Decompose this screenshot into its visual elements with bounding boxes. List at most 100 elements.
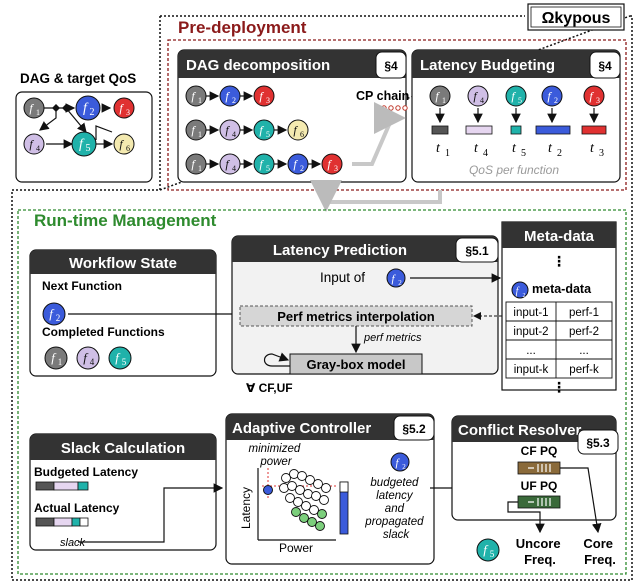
- svg-text:4: 4: [480, 96, 484, 105]
- svg-text:1: 1: [198, 130, 202, 139]
- latency-prediction-title: Latency Prediction: [273, 242, 407, 259]
- qos-per-function-caption: QoS per function: [469, 163, 559, 177]
- scatter-point: [301, 501, 311, 511]
- budget-note: budgeted latency and propagated slack: [364, 477, 426, 541]
- svg-text:§4: §4: [384, 59, 398, 73]
- budget-label-t1: t: [436, 141, 441, 156]
- pre-deployment-region: [167, 39, 627, 191]
- svg-text:f: f: [391, 273, 396, 285]
- cf-pq-queue: [517, 461, 561, 475]
- budget-bars: [431, 125, 607, 135]
- metadata-cell-1-1: perf-2: [569, 326, 599, 338]
- scatter-point: [281, 473, 291, 483]
- svg-text:f: f: [483, 542, 489, 557]
- svg-text:f: f: [83, 101, 89, 116]
- minimized-power-line2: power: [259, 456, 292, 468]
- plot-y-label: Latency: [239, 487, 253, 529]
- fn-meta-data-label: meta-data: [532, 282, 592, 296]
- metadata-cell-3-1: perf-k: [569, 364, 599, 376]
- model-loop-arrow: [263, 352, 290, 367]
- dag-title: DAG & target QoS: [20, 71, 136, 86]
- stage-transition-arrow: [310, 180, 442, 212]
- scatter-point: [285, 493, 295, 503]
- scatter-point: [303, 489, 313, 499]
- latency-prediction-header: [232, 236, 498, 262]
- completed-functions-label: Completed Functions: [42, 325, 165, 339]
- runtime-region: [17, 209, 627, 575]
- scatter-point: [311, 491, 321, 501]
- controller-plot: Latency Power: [239, 468, 349, 555]
- gray-box-model: [289, 353, 423, 375]
- forall-label: ∀ CF,UF: [246, 381, 293, 395]
- svg-text:1: 1: [58, 357, 63, 367]
- runtime-title: Run-time Management: [34, 211, 217, 230]
- adaptive-controller-header: [226, 414, 434, 440]
- budgeted-latency-label: Budgeted Latency: [34, 465, 138, 479]
- scatter-point: [319, 495, 329, 505]
- svg-text:f: f: [49, 306, 55, 321]
- scatter-point: [313, 479, 323, 489]
- uncore-freq-line2: Freq.: [524, 552, 556, 567]
- cf-to-core-edge: [560, 467, 602, 534]
- conflict-resolver-title: Conflict Resolver: [458, 422, 582, 439]
- perf-metrics-label: perf metrics: [363, 332, 422, 344]
- svg-text:5: 5: [490, 549, 495, 559]
- budget-label-t2-sub: 2: [557, 148, 562, 159]
- svg-text:3: 3: [596, 96, 600, 105]
- slack-label: slack: [60, 537, 86, 549]
- latency-prediction-section-badge: §5.1: [455, 237, 499, 263]
- workflow-state-title: Workflow State: [69, 255, 177, 272]
- minimized-power-line1: minimized: [249, 443, 301, 455]
- uf-pq-queue: [517, 495, 561, 509]
- metadata-header: [502, 222, 616, 248]
- svg-text:4: 4: [232, 130, 236, 139]
- dag-decomposition-title: DAG decomposition: [186, 57, 330, 74]
- scatter-point: [287, 481, 297, 491]
- uf-to-uncore-edge: [507, 501, 545, 534]
- metadata-cell-2-0: ...: [526, 345, 536, 357]
- svg-text:f: f: [259, 123, 264, 137]
- budget-note-line4: propagated: [364, 516, 424, 528]
- scatter-point: [309, 505, 319, 515]
- svg-text:f: f: [511, 89, 516, 103]
- svg-text:f: f: [293, 157, 298, 171]
- gray-box-model-label: Gray-box model: [307, 357, 406, 372]
- budget-label-t4: t: [474, 141, 479, 156]
- svg-text:f: f: [259, 89, 264, 103]
- system-title-box: Ωkypous: [527, 3, 625, 31]
- budget-note-line2: latency: [376, 490, 414, 502]
- svg-text:f: f: [395, 457, 400, 469]
- plot-x-label: Power: [279, 541, 313, 555]
- uncore-freq-label: Uncore Freq.: [516, 536, 564, 567]
- budget-label-t5: t: [512, 141, 517, 156]
- input-of-label: Input of: [320, 270, 365, 285]
- svg-text:5: 5: [266, 130, 270, 139]
- svg-text:2: 2: [523, 293, 526, 299]
- scatter-point: [315, 521, 325, 531]
- svg-text:§4: §4: [598, 59, 612, 73]
- svg-text:3: 3: [126, 108, 130, 117]
- cf-pq-label: CF PQ: [521, 444, 558, 458]
- next-function-label: Next Function: [42, 279, 122, 293]
- metadata-table: [505, 301, 613, 379]
- svg-text:5: 5: [86, 143, 91, 154]
